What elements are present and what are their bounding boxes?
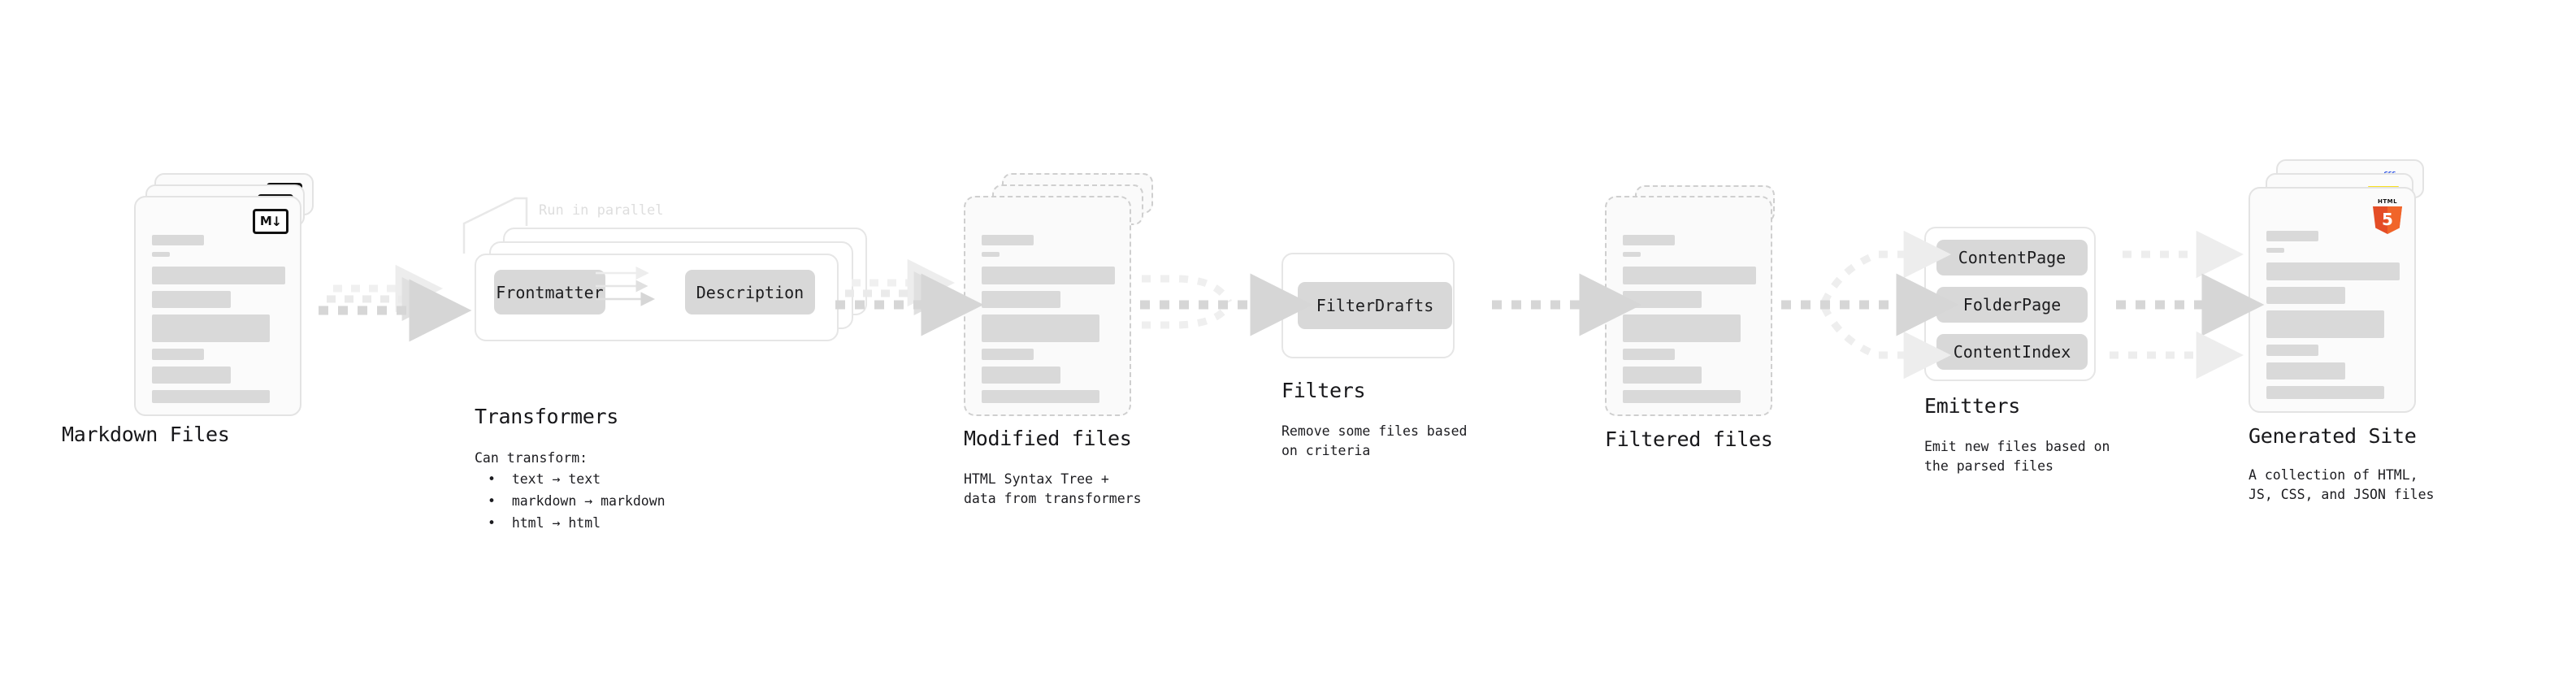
stage-caption: Filtered files <box>1605 427 1773 451</box>
stage-description: Can transform: <box>475 450 588 466</box>
stage-description: HTML Syntax Tree + data from transformer… <box>964 471 1142 506</box>
stage-caption: Generated Site <box>2249 424 2417 448</box>
connector-emitters-to-generated <box>2110 230 2265 380</box>
transformer-pill-frontmatter[interactable]: Frontmatter <box>494 270 605 314</box>
filtered-file-card-front <box>1605 196 1772 416</box>
connector-markdown-to-transformers <box>319 264 472 342</box>
stage-description: Emit new files based on the parsed files <box>1924 439 2110 474</box>
file-content-placeholder <box>2266 231 2400 406</box>
filter-card: FilterDrafts <box>1281 253 1455 358</box>
filter-pill-filterdrafts[interactable]: FilterDrafts <box>1298 282 1452 329</box>
transformer-card-front: Frontmatter Description <box>475 254 839 341</box>
emitter-pill-contentindex[interactable]: ContentIndex <box>1936 334 2088 370</box>
emitter-pill-folderpage[interactable]: FolderPage <box>1936 287 2088 323</box>
stage-caption: Markdown Files <box>62 423 230 446</box>
stage-caption: Filters <box>1281 379 1366 402</box>
connector-modified-to-filters <box>1140 273 1313 336</box>
markdown-file-card-front: M↓ <box>134 196 301 416</box>
bullet-text: text → text <box>511 471 601 487</box>
transformer-pill-description[interactable]: Description <box>685 270 815 314</box>
modified-file-card-front <box>964 196 1131 416</box>
markdown-badge-icon: M↓ <box>253 209 288 234</box>
bullet-item: • html → html <box>488 515 601 531</box>
generated-file-card-front: HTML 5 <box>2249 187 2416 413</box>
emitter-pill-contentpage[interactable]: ContentPage <box>1936 240 2088 275</box>
file-content-placeholder <box>1623 235 1756 410</box>
stage-caption: Emitters <box>1924 394 2021 418</box>
connector-filtered-to-emitters <box>1781 230 1959 380</box>
stage-caption: Transformers <box>475 405 619 428</box>
bullet-item: • text → text <box>488 471 601 487</box>
html5-badge-icon: HTML 5 <box>2372 198 2403 234</box>
bullet-text: markdown → markdown <box>511 493 666 509</box>
file-content-placeholder <box>152 235 285 410</box>
bullet-text: html → html <box>511 515 601 531</box>
emitter-card: ContentPage FolderPage ContentIndex <box>1924 227 2096 381</box>
run-in-parallel-annotation: Run in parallel <box>539 202 664 219</box>
stage-caption: Modified files <box>964 427 1132 450</box>
file-content-placeholder <box>982 235 1115 410</box>
stage-description: A collection of HTML, JS, CSS, and JSON … <box>2249 467 2435 502</box>
bullet-item: • markdown → markdown <box>488 493 666 509</box>
stage-description: Remove some files based on criteria <box>1281 423 1468 458</box>
